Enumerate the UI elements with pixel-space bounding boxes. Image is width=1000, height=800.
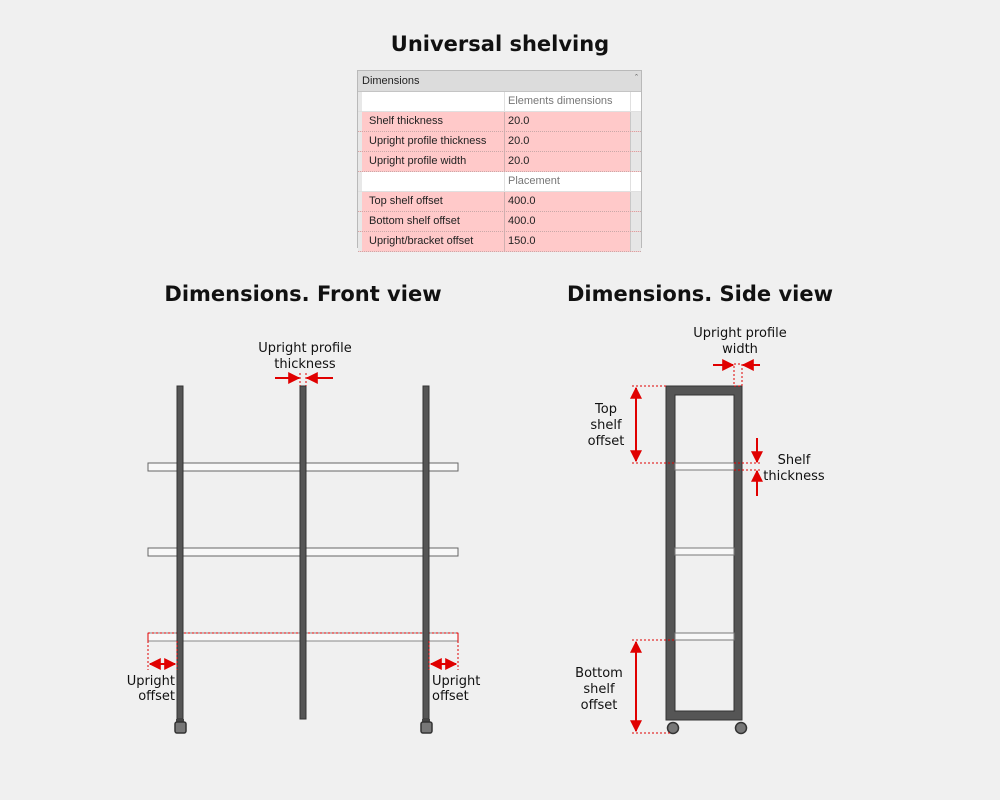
property-button[interactable]: [630, 212, 641, 231]
side-shelf-label-1: Shelf: [778, 453, 811, 468]
property-button[interactable]: [630, 152, 641, 171]
side-shelf-bottom: [674, 632, 735, 641]
property-value-input[interactable]: 20.0: [508, 135, 530, 147]
section-label: Placement: [508, 175, 560, 187]
right-offset-label-1: Upright: [432, 674, 480, 689]
front-caster-right-wheel: [420, 721, 433, 734]
front-caster-left-wheel: [174, 721, 187, 734]
property-row-bottom-shelf-offset[interactable]: Bottom shelf offset 400.0: [358, 212, 641, 232]
property-button[interactable]: [630, 232, 641, 251]
property-value-input[interactable]: 400.0: [508, 215, 536, 227]
side-wheel-right: [734, 721, 748, 735]
side-shelf-label-2: thickness: [763, 469, 825, 484]
side-bottom-label-3: offset: [581, 698, 618, 713]
side-view-title: Dimensions. Side view: [566, 282, 833, 306]
property-row-top-shelf-offset[interactable]: Top shelf offset 400.0: [358, 192, 641, 212]
front-view: Upright profile thickness Upright offset…: [127, 341, 480, 734]
property-name: Top shelf offset: [362, 192, 505, 211]
property-button[interactable]: [630, 132, 641, 151]
front-thickness-label-2: thickness: [274, 357, 336, 372]
side-top-label-2: shelf: [590, 418, 622, 433]
front-upright-right: [422, 385, 430, 720]
property-row-upright-profile-width[interactable]: Upright profile width 20.0: [358, 152, 641, 172]
section-elements-dimensions: Elements dimensions: [358, 92, 641, 112]
side-shelf-top: [674, 462, 735, 471]
side-top-label-3: offset: [588, 434, 625, 449]
section-placement: Placement: [358, 172, 641, 192]
side-bottom-label-1: Bottom: [575, 666, 623, 681]
front-upright-left: [176, 385, 184, 720]
side-top-label-1: Top: [594, 402, 617, 417]
property-name: Shelf thickness: [362, 112, 505, 131]
property-value-input[interactable]: 150.0: [508, 235, 536, 247]
property-button[interactable]: [630, 192, 641, 211]
front-caster-left: [176, 719, 184, 722]
side-width-label-1: Upright profile: [693, 326, 787, 341]
front-caster-right: [422, 719, 430, 722]
property-value-input[interactable]: 20.0: [508, 155, 530, 167]
property-name: Bottom shelf offset: [362, 212, 505, 231]
side-view: Upright profile width Top shelf offset S…: [575, 326, 825, 735]
side-bottom-label-2: shelf: [583, 682, 615, 697]
side-width-label-2: width: [722, 342, 758, 357]
property-name: Upright/bracket offset: [362, 232, 505, 251]
property-name: Upright profile width: [362, 152, 505, 171]
property-button[interactable]: [630, 112, 641, 131]
side-shelf-middle: [674, 547, 735, 556]
property-value-input[interactable]: 400.0: [508, 195, 536, 207]
page-title: Universal shelving: [390, 32, 610, 56]
property-name: Upright profile thickness: [362, 132, 505, 151]
right-offset-label-2: offset: [432, 689, 469, 704]
side-wheel-left: [666, 721, 680, 735]
left-offset-label-2: offset: [138, 689, 175, 704]
front-upright-center: [299, 385, 307, 720]
property-row-upright-profile-thickness[interactable]: Upright profile thickness 20.0: [358, 132, 641, 152]
grid-header[interactable]: Dimensions ˆ: [358, 71, 641, 92]
dimensions-property-grid: Dimensions ˆ Elements dimensions Shelf t…: [357, 70, 642, 252]
left-offset-label-1: Upright: [127, 674, 175, 689]
grid-header-label: Dimensions: [362, 75, 420, 87]
section-label: Elements dimensions: [508, 95, 613, 107]
chevron-up-icon[interactable]: ˆ: [635, 73, 638, 83]
property-row-upright-bracket-offset[interactable]: Upright/bracket offset 150.0: [358, 232, 641, 252]
property-row-shelf-thickness[interactable]: Shelf thickness 20.0: [358, 112, 641, 132]
property-value-input[interactable]: 20.0: [508, 115, 530, 127]
front-thickness-label-1: Upright profile: [258, 341, 352, 356]
front-view-title: Dimensions. Front view: [164, 282, 442, 306]
